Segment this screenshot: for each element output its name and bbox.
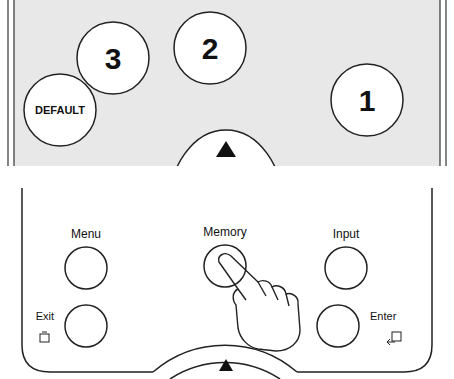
button-circle: [325, 247, 367, 289]
enter-icon: [387, 332, 401, 345]
remote-housing: [22, 188, 432, 372]
button-caption: Input: [333, 228, 360, 241]
button-caption: Menu: [71, 228, 101, 241]
memory-button: Memory: [203, 244, 247, 288]
button-circle: [331, 64, 403, 136]
button-circle: [174, 12, 246, 84]
panel-edge: [445, 0, 446, 166]
button-label: 1: [359, 84, 376, 117]
button-outline: [316, 304, 360, 348]
number-button: 2: [173, 11, 247, 85]
panel-edge: [439, 0, 440, 166]
exit-button: Exit: [64, 304, 108, 348]
button-caption: Exit: [36, 310, 54, 322]
button-outline: [64, 304, 108, 348]
direction-pad: [168, 130, 284, 166]
default-button: DEFAULT: [23, 73, 97, 147]
button-label: 2: [202, 32, 219, 65]
panel-edge: [13, 0, 14, 166]
panel-edge: [7, 0, 8, 166]
button-circle: [24, 74, 96, 146]
button-caption: Enter: [370, 310, 396, 322]
button-label: 3: [105, 42, 122, 75]
button-outline: [64, 246, 108, 290]
input-button: Input: [324, 246, 368, 290]
button-caption: Memory: [203, 226, 246, 239]
button-circle: [204, 245, 246, 287]
up-arrow-symbol: [219, 359, 233, 371]
button-circle: [317, 305, 359, 347]
exit-icon: [40, 332, 49, 342]
button-circle: [77, 22, 149, 94]
button-label: DEFAULT: [35, 104, 85, 116]
enter-button: Enter: [316, 304, 360, 348]
button-circle: [65, 305, 107, 347]
button-circle: [65, 247, 107, 289]
number-button: 3: [76, 21, 150, 95]
button-outline: [203, 244, 247, 288]
pressing-hand: [219, 254, 300, 351]
up-arrow-symbol: [216, 141, 236, 157]
menu-button: Menu: [64, 246, 108, 290]
number-button: 1: [330, 63, 404, 137]
button-outline: [324, 246, 368, 290]
